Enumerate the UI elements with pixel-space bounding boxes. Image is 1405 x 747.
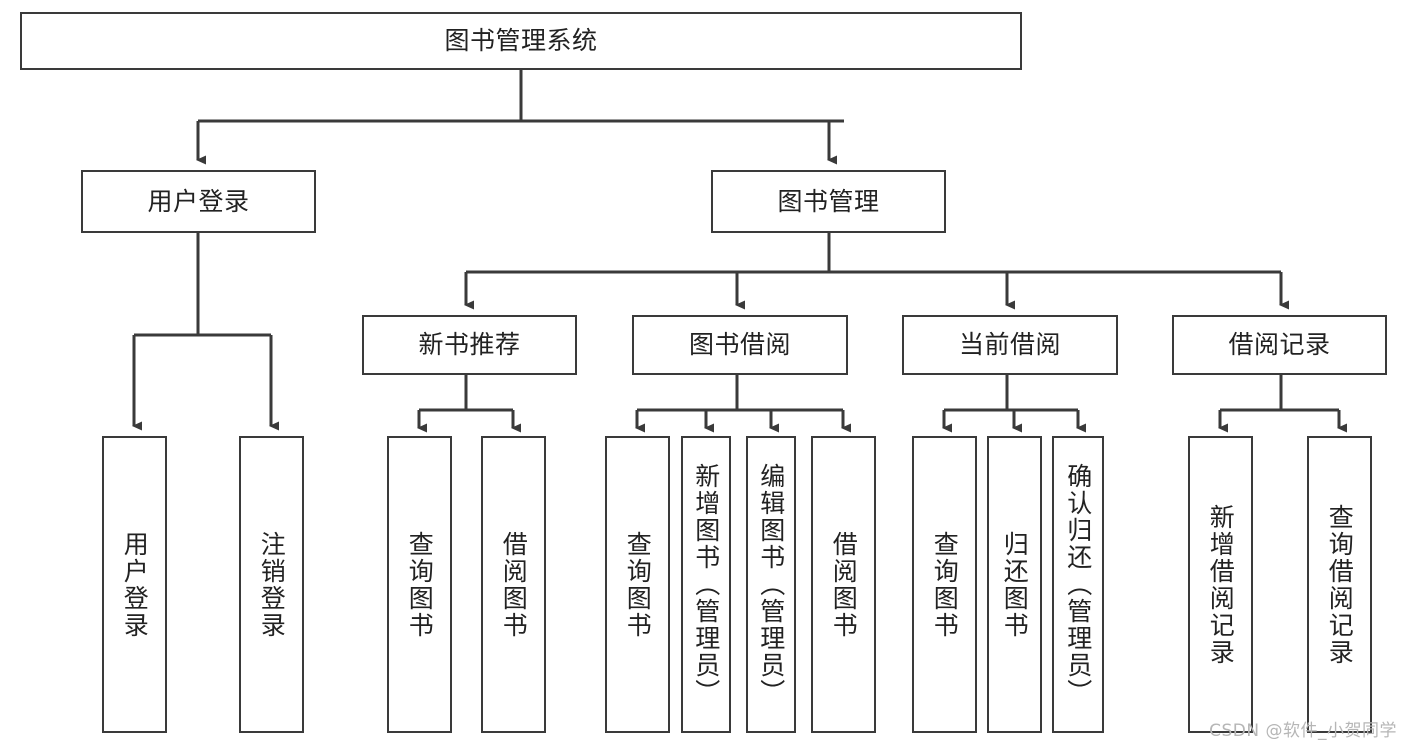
node-borrow-record-label: 借阅记录	[1228, 330, 1331, 359]
node-borrow-record[interactable]: 借阅记录	[1172, 315, 1387, 375]
node-leaf-add-borrow-record[interactable]: 新增借阅记录	[1188, 436, 1253, 733]
node-user-login[interactable]: 用户登录	[81, 170, 316, 233]
node-leaf-query-book-borrow-label: 查询图书	[623, 530, 653, 639]
node-book-borrow-label: 图书借阅	[688, 330, 791, 359]
node-leaf-logout[interactable]: 注销登录	[239, 436, 304, 733]
node-leaf-query-book-recommend[interactable]: 查询图书	[387, 436, 452, 733]
node-new-book-recommend-label: 新书推荐	[418, 330, 521, 359]
node-leaf-query-borrow-record-label: 查询借阅记录	[1325, 503, 1355, 666]
node-leaf-add-book-label: 新增图书（管理员）	[691, 463, 721, 706]
node-user-login-label: 用户登录	[147, 186, 250, 216]
node-leaf-query-book-borrow[interactable]: 查询图书	[605, 436, 670, 733]
node-leaf-add-book[interactable]: 新增图书（管理员）	[681, 436, 731, 733]
node-leaf-return-book[interactable]: 归还图书	[987, 436, 1042, 733]
node-leaf-borrow-book-recommend[interactable]: 借阅图书	[481, 436, 546, 733]
node-leaf-return-book-label: 归还图书	[1000, 530, 1030, 639]
node-leaf-user-login[interactable]: 用户登录	[102, 436, 167, 733]
node-leaf-user-login-label: 用户登录	[120, 530, 150, 639]
node-book-borrow[interactable]: 图书借阅	[632, 315, 848, 375]
node-root[interactable]: 图书管理系统	[20, 12, 1022, 70]
node-leaf-borrow-book-recommend-label: 借阅图书	[499, 530, 529, 639]
node-leaf-borrow-book-label: 借阅图书	[829, 530, 859, 639]
node-leaf-add-borrow-record-label: 新增借阅记录	[1206, 503, 1236, 666]
node-leaf-query-borrow-record[interactable]: 查询借阅记录	[1307, 436, 1372, 733]
node-new-book-recommend[interactable]: 新书推荐	[362, 315, 577, 375]
node-leaf-confirm-return-label: 确认归还（管理员）	[1063, 463, 1093, 706]
node-current-borrow-label: 当前借阅	[958, 330, 1061, 359]
node-current-borrow[interactable]: 当前借阅	[902, 315, 1118, 375]
csdn-watermark: CSDN @软件_小贺同学	[1209, 721, 1397, 741]
node-leaf-query-book-current-label: 查询图书	[930, 530, 960, 639]
node-leaf-edit-book-label: 编辑图书（管理员）	[756, 463, 786, 706]
node-book-manage-label: 图书管理	[777, 186, 880, 216]
node-leaf-query-book-current[interactable]: 查询图书	[912, 436, 977, 733]
node-leaf-query-book-recommend-label: 查询图书	[405, 530, 435, 639]
node-leaf-edit-book[interactable]: 编辑图书（管理员）	[746, 436, 796, 733]
node-root-label: 图书管理系统	[444, 26, 598, 55]
node-book-manage[interactable]: 图书管理	[711, 170, 946, 233]
node-leaf-confirm-return[interactable]: 确认归还（管理员）	[1052, 436, 1104, 733]
node-leaf-logout-label: 注销登录	[257, 530, 287, 639]
node-leaf-borrow-book[interactable]: 借阅图书	[811, 436, 876, 733]
